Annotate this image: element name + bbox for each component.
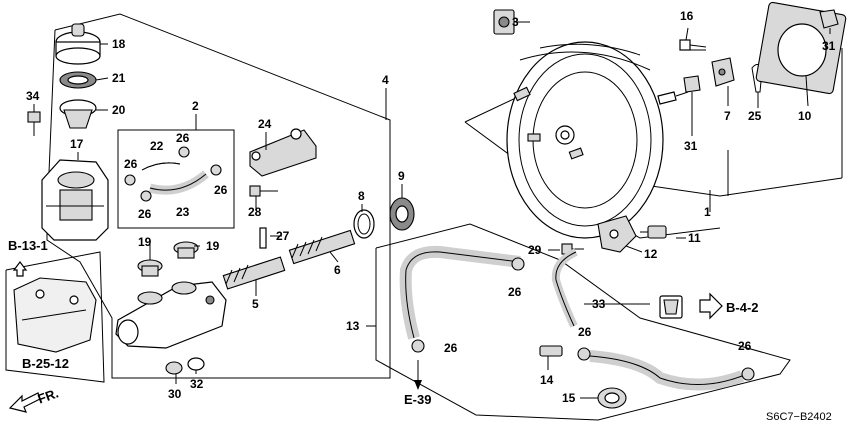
e39-arrow-icon	[414, 360, 422, 390]
leader-lines	[33, 21, 831, 399]
label-part-1: 1	[704, 205, 711, 219]
grommet-19-a	[137, 259, 163, 277]
label-part-10: 10	[798, 109, 812, 123]
label-part-26-f: 26	[444, 341, 458, 355]
bolt-16	[679, 39, 707, 51]
label-part-26-b: 26	[176, 131, 190, 145]
piston-6	[288, 229, 356, 265]
label-part-9: 9	[398, 169, 405, 183]
label-part-13: 13	[346, 319, 360, 333]
hose-23	[148, 170, 209, 195]
label-part-19-b: 19	[206, 239, 220, 253]
label-part-26-a: 26	[124, 157, 138, 171]
connector-icon	[659, 295, 683, 319]
up-arrow-icon	[12, 261, 28, 277]
label-part-30: 30	[168, 387, 182, 401]
b4-2-arrow-icon	[699, 292, 723, 320]
label-part-29: 29	[528, 243, 542, 257]
hose-33	[551, 248, 578, 328]
front-arrow-icon	[8, 392, 41, 413]
clevis-7	[711, 57, 735, 87]
hose-kit-frame	[117, 129, 235, 229]
reservoir-17	[41, 159, 109, 241]
label-part-26-d: 26	[214, 183, 228, 197]
brake-booster	[506, 41, 689, 239]
label-part-27: 27	[276, 229, 290, 243]
label-part-33: 33	[592, 297, 606, 311]
label-part-34: 34	[26, 89, 40, 103]
label-part-28: 28	[248, 205, 262, 219]
filter-20	[59, 99, 97, 129]
washer-32	[187, 357, 205, 371]
washer-30	[165, 361, 183, 375]
ref-b-25-12[interactable]: B-25-12	[22, 356, 69, 371]
reservoir-cap-18	[55, 23, 101, 65]
seal-9	[389, 197, 415, 231]
label-part-2: 2	[192, 99, 199, 113]
label-part-14: 14	[540, 373, 554, 387]
label-part-4: 4	[382, 73, 389, 87]
master-cylinder-body	[115, 281, 227, 349]
clamp-15	[597, 387, 627, 409]
valve-block-24	[249, 128, 317, 177]
front-indicator: FR.	[36, 385, 61, 406]
label-part-22: 22	[150, 139, 164, 153]
label-part-15: 15	[562, 391, 576, 405]
hose-22	[141, 162, 181, 171]
label-part-24: 24	[258, 117, 272, 131]
label-part-16: 16	[680, 9, 694, 23]
label-part-31-mid: 31	[684, 139, 698, 153]
ref-b-4-2[interactable]: B-4-2	[726, 300, 759, 315]
label-part-21: 21	[112, 71, 126, 85]
ref-e-39[interactable]: E-39	[404, 392, 431, 407]
check-valve-14	[539, 345, 563, 357]
sensor-11	[640, 225, 667, 239]
mounting-bracket	[13, 277, 97, 353]
seal-8	[353, 209, 375, 239]
label-part-31-top: 31	[822, 39, 836, 53]
label-part-20: 20	[112, 103, 126, 117]
pin-27	[259, 227, 267, 249]
label-part-11: 11	[688, 231, 701, 245]
hose-assembly-frame	[375, 223, 791, 421]
hose-lower	[589, 350, 745, 391]
bracket-frame	[5, 251, 105, 383]
diagram-code: S6C7−B2402	[766, 411, 832, 423]
piston-5	[222, 256, 286, 290]
label-part-17: 17	[70, 137, 84, 151]
label-part-26-c: 26	[138, 207, 152, 221]
bracket-12	[597, 215, 637, 253]
label-part-8: 8	[358, 189, 365, 203]
hose-13	[399, 245, 521, 340]
label-part-23: 23	[176, 205, 190, 219]
bolt-34	[27, 111, 41, 136]
bolt-28	[249, 185, 278, 197]
clamps-26-hose	[411, 257, 755, 381]
label-part-32: 32	[190, 377, 204, 391]
label-part-7: 7	[724, 109, 731, 123]
label-part-25: 25	[748, 109, 762, 123]
label-part-26-e: 26	[508, 285, 522, 299]
grommet-3	[493, 9, 515, 35]
label-part-6: 6	[334, 263, 341, 277]
label-part-19-a: 19	[138, 235, 152, 249]
grommet-19-b	[173, 241, 199, 259]
nut-31-mid	[683, 75, 701, 93]
label-part-5: 5	[252, 297, 259, 311]
ref-b-13-1[interactable]: B-13-1	[8, 238, 48, 253]
label-part-26-h: 26	[738, 339, 752, 353]
label-part-18: 18	[112, 37, 126, 51]
label-part-26-g: 26	[578, 325, 592, 339]
clamps-26	[124, 146, 222, 202]
strainer-21	[59, 71, 97, 89]
label-part-12: 12	[644, 247, 658, 261]
label-part-3: 3	[512, 15, 519, 29]
nut-31-top	[819, 9, 839, 29]
